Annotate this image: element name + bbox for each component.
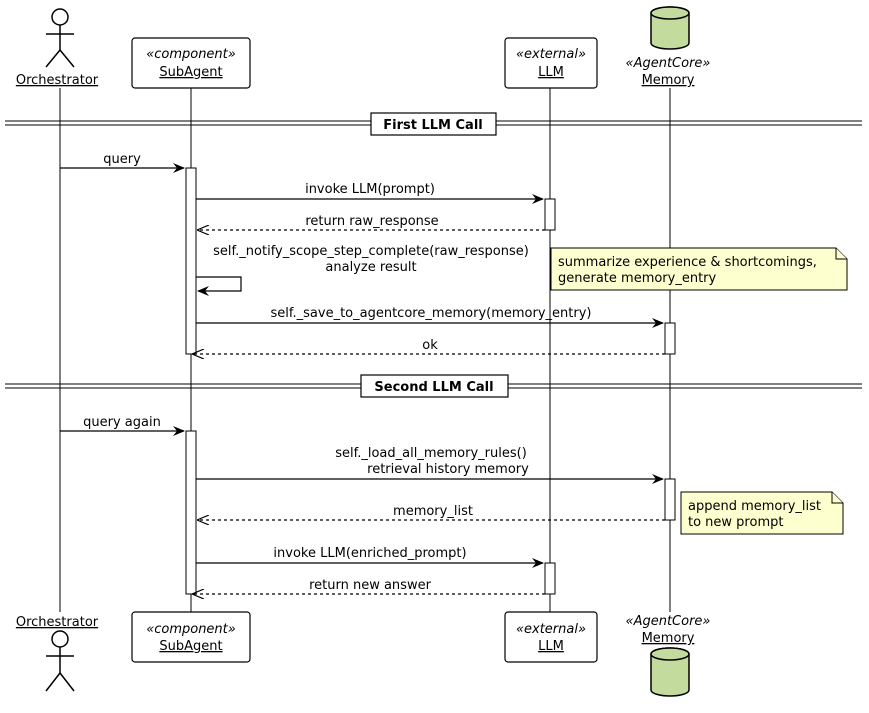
- llm-stereotype-top: «external»: [516, 47, 586, 62]
- message-self-notify-label-2: analyze result: [325, 260, 416, 275]
- memory-label-bottom: Memory: [642, 631, 695, 646]
- orchestrator-label-top: Orchestrator: [16, 73, 99, 88]
- message-memory-list-label: memory_list: [393, 504, 473, 519]
- message-save-memory: self._save_to_agentcore_memory(memory_en…: [196, 306, 664, 328]
- subagent-label-bottom: SubAgent: [159, 639, 222, 654]
- database-cylinder-icon: [650, 6, 690, 50]
- note-append-memory: append memory_list to new prompt: [680, 491, 844, 535]
- memory-stereotype-bottom: «AgentCore»: [626, 614, 711, 629]
- subagent-activation-2: [185, 430, 197, 595]
- note-append-line-2: to new prompt: [688, 515, 783, 530]
- llm-stereotype-bottom: «external»: [516, 622, 586, 637]
- message-load-memory-rules: self._load_all_memory_rules() retrieval …: [196, 446, 664, 484]
- orchestrator-top: Orchestrator: [16, 8, 99, 88]
- message-self-notify: self._notify_scope_step_complete(raw_res…: [196, 244, 529, 296]
- subagent-bottom: «component» SubAgent: [131, 611, 251, 663]
- memory-activation-1: [664, 322, 676, 355]
- memory-stereotype-top: «AgentCore»: [626, 56, 711, 71]
- message-return-raw-response-label: return raw_response: [305, 214, 438, 229]
- database-cylinder-icon: [650, 647, 690, 697]
- memory-top: «AgentCore» Memory: [626, 6, 711, 88]
- message-invoke-llm-enriched: invoke LLM(enriched_prompt): [196, 546, 544, 568]
- subagent-label-top: SubAgent: [159, 65, 222, 80]
- message-memory-list: memory_list: [198, 504, 665, 520]
- section-title-second: Second LLM Call: [374, 380, 493, 395]
- orchestrator-label-bottom: Orchestrator: [16, 615, 99, 630]
- message-self-notify-label-1: self._notify_scope_step_complete(raw_res…: [213, 244, 529, 259]
- memory-activation-2: [664, 478, 676, 521]
- memory-label-top: Memory: [642, 73, 695, 88]
- subagent-stereotype-top: «component»: [146, 47, 236, 62]
- stick-figure-icon: [45, 630, 75, 692]
- section-first-llm-call: First LLM Call: [5, 112, 862, 136]
- section-title-first: First LLM Call: [383, 118, 482, 133]
- message-save-memory-label: self._save_to_agentcore_memory(memory_en…: [271, 306, 592, 321]
- stick-figure-icon: [45, 8, 75, 68]
- note-summarize-line-2: generate memory_entry: [558, 271, 717, 286]
- subagent-stereotype-bottom: «component»: [146, 622, 236, 637]
- section-second-llm-call: Second LLM Call: [5, 374, 862, 398]
- subagent-top: «component» SubAgent: [131, 37, 251, 89]
- message-return-new-answer-label: return new answer: [309, 578, 431, 593]
- message-return-new-answer: return new answer: [193, 578, 545, 594]
- llm-label-bottom: LLM: [538, 639, 564, 654]
- memory-bottom: «AgentCore» Memory: [626, 614, 711, 697]
- note-summarize: summarize experience & shortcomings, gen…: [550, 247, 848, 291]
- message-query: query: [60, 152, 185, 173]
- message-invoke-llm-label: invoke LLM(prompt): [305, 182, 435, 197]
- llm-activation-1: [544, 198, 556, 231]
- llm-top: «external» LLM: [504, 37, 598, 89]
- llm-bottom: «external» LLM: [504, 611, 598, 663]
- message-invoke-llm: invoke LLM(prompt): [196, 182, 544, 204]
- message-query-again-label: query again: [83, 415, 161, 430]
- llm-activation-2: [544, 562, 556, 595]
- subagent-activation-1: [185, 167, 197, 355]
- message-ok: ok: [193, 338, 665, 354]
- note-summarize-line-1: summarize experience & shortcomings,: [558, 255, 817, 270]
- message-invoke-llm-enriched-label: invoke LLM(enriched_prompt): [273, 546, 466, 561]
- message-query-label: query: [103, 152, 141, 167]
- orchestrator-bottom: Orchestrator: [16, 615, 99, 692]
- note-append-line-1: append memory_list: [688, 499, 821, 514]
- message-load-memory-rules-label-2: retrieval history memory: [367, 462, 529, 477]
- message-return-raw-response: return raw_response: [198, 214, 545, 230]
- llm-label-top: LLM: [538, 65, 564, 80]
- message-query-again: query again: [60, 415, 185, 436]
- message-ok-label: ok: [422, 338, 438, 353]
- message-load-memory-rules-label-1: self._load_all_memory_rules(): [335, 446, 527, 461]
